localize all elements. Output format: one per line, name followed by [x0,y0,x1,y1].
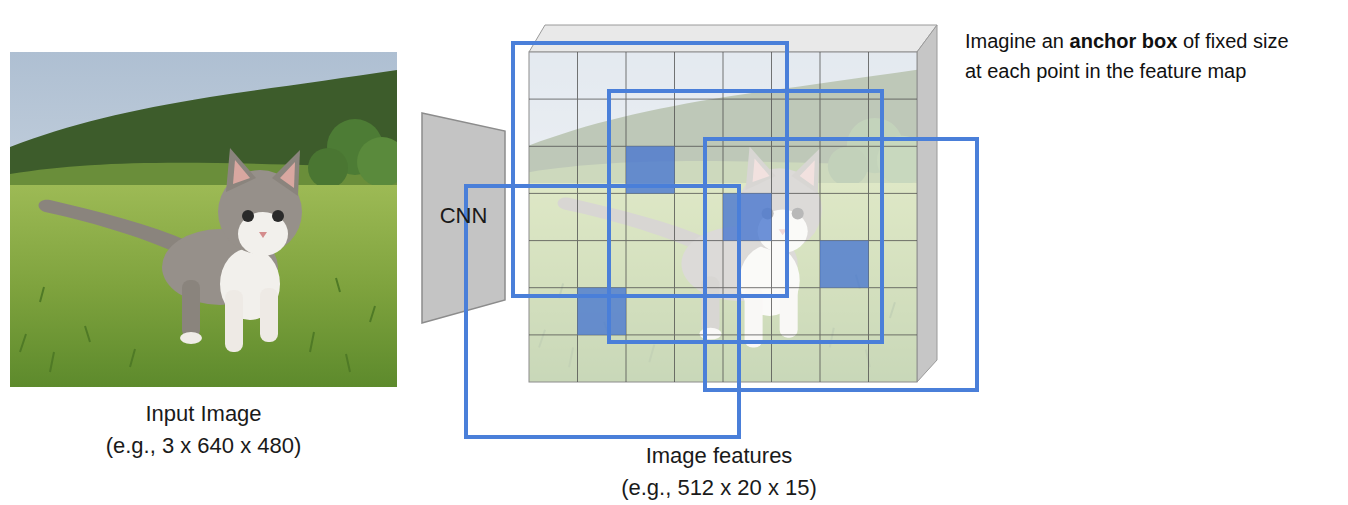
anchor-cells [578,146,869,335]
feature-map: Image features(e.g., 512 x 20 x 15) [525,52,913,382]
note-text: at each point in the feature map [965,56,1334,86]
anchor-boxes [466,43,977,437]
input-photo [10,52,407,387]
caption-shape: (e.g., 512 x 20 x 15) [525,472,913,504]
text-holder: Image features(e.g., 512 x 20 x 15) [525,440,913,504]
note-text: Imagine an [965,30,1064,52]
caption-title: Image features [525,440,913,472]
emphasis-term: anchor box [1070,30,1178,52]
feature-top-face [529,25,937,52]
cnn-block: CNN [422,131,505,300]
feature-grid [529,52,917,382]
text-holder: CNN [422,200,505,232]
note-text: of fixed size [1183,30,1289,52]
faded-photo [529,52,927,382]
text-holder: Input Image(e.g., 3 x 640 x 480) [10,398,397,462]
note: Imagine an anchor boxof fixed size at each… [965,26,1340,86]
caption-title: Input Image [10,398,397,430]
block-label: CNN [422,200,505,232]
cnn-block [422,113,505,323]
feature-side-face [917,25,937,382]
caption-shape: (e.g., 3 x 640 x 480) [10,430,397,462]
feature-front-border [529,52,917,382]
input-image: Input Image(e.g., 3 x 640 x 480) [10,52,397,387]
